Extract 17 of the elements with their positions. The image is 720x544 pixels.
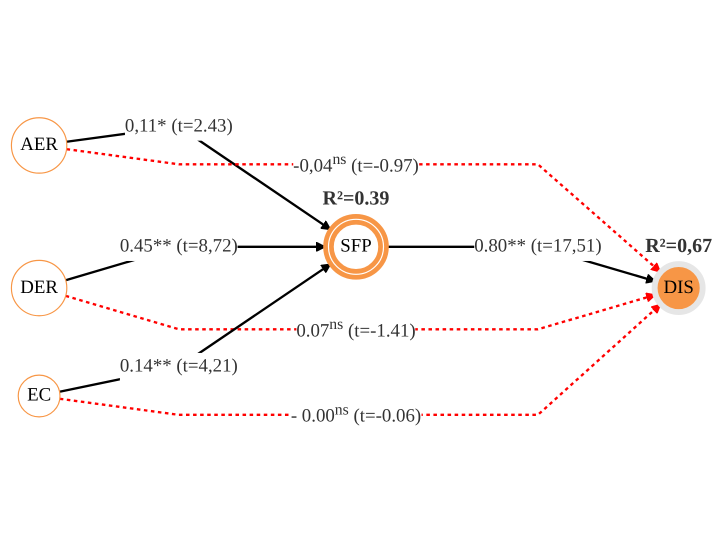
edge-label: 0.45** (t=8,72) (120, 236, 238, 256)
arrow (66, 148, 662, 273)
r-squared-label: R²=0,67 (645, 235, 712, 258)
node-circle: DER (10, 260, 68, 316)
edge-label: 0,11* (t=2.43) (124, 116, 233, 136)
edge-label: -0,04$^{ns}$ (t=-0.97) (293, 150, 419, 176)
node-circle: SFP (323, 214, 389, 280)
edge-label: 0.07$^{ns}$ (t=-1.41) (296, 314, 416, 342)
node-circle: AER (10, 117, 68, 174)
edge-label: 0.80** (t=17,51) (474, 236, 602, 256)
r-squared-label: R²=0.39 (322, 188, 390, 210)
arrow (60, 304, 662, 416)
node-circle: DIS (652, 261, 706, 316)
edge-label: - 0.00$^{ns}$ (t=-0.06) (290, 400, 422, 427)
node-circle: EC (18, 374, 61, 418)
edge-label: 0.14** (t=4,21) (120, 356, 238, 376)
arrow (59, 263, 332, 393)
